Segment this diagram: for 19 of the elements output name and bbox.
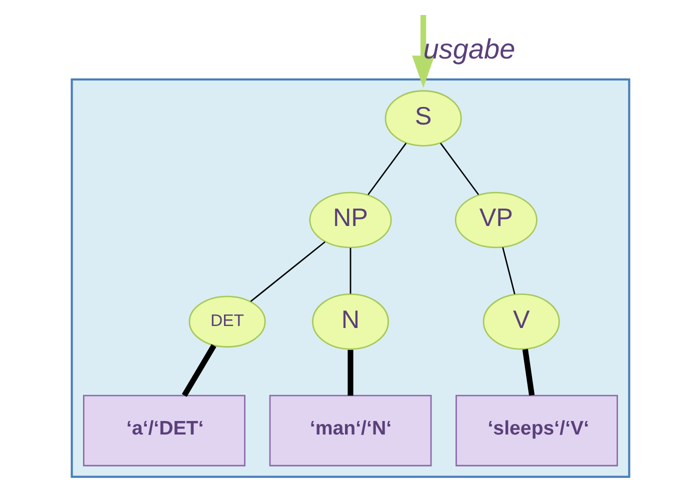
connector: [250, 241, 325, 302]
arrow: [412, 15, 434, 88]
connector: [502, 247, 515, 294]
connector: [349, 248, 351, 294]
node-ellipse: S: [384, 90, 462, 146]
connector: [522, 348, 534, 396]
node-ellipse: VP: [454, 192, 537, 248]
node-box: ‘man‘/‘N‘: [268, 394, 432, 466]
cluster: [70, 78, 630, 478]
node-ellipse: DET: [188, 296, 266, 348]
connector: [367, 142, 406, 196]
node-box: ‘a‘/‘DET‘: [82, 394, 245, 466]
node-box: ‘sleeps‘/‘V‘: [455, 394, 618, 466]
node-ellipse: N: [311, 294, 389, 350]
node-ellipse: V: [482, 294, 560, 350]
connector: [181, 344, 216, 397]
connector: [440, 142, 479, 196]
connector: [347, 350, 353, 396]
node-ellipse: NP: [308, 192, 392, 248]
